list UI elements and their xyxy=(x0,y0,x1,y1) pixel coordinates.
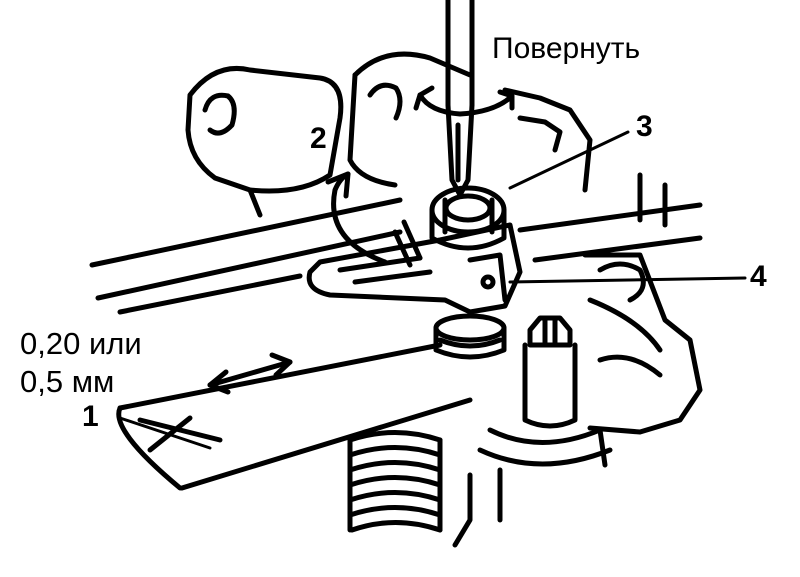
rocker-arm xyxy=(309,222,520,312)
gap-label-line2: 0,5 мм xyxy=(20,364,115,399)
camshaft-bearing-caps xyxy=(188,54,590,215)
callout-4: 4 xyxy=(750,260,767,293)
valve-spring xyxy=(350,433,440,531)
right-valve-adjuster xyxy=(455,318,610,545)
rocker-shaft xyxy=(92,175,700,312)
turn-label: Повернуть xyxy=(492,32,641,65)
callout-1: 1 xyxy=(82,400,99,433)
valve-spring-retainer xyxy=(436,316,504,357)
gap-double-arrow xyxy=(210,355,290,392)
gap-label-line1: 0,20 или xyxy=(20,326,142,361)
callout-3: 3 xyxy=(636,110,653,143)
screwdriver xyxy=(448,0,472,195)
leader-lines xyxy=(120,132,745,448)
turn-arrow xyxy=(416,88,512,114)
rotate-arrow-2 xyxy=(328,174,385,262)
callout-2: 2 xyxy=(310,122,327,155)
cylinder-head-housing xyxy=(585,255,700,465)
